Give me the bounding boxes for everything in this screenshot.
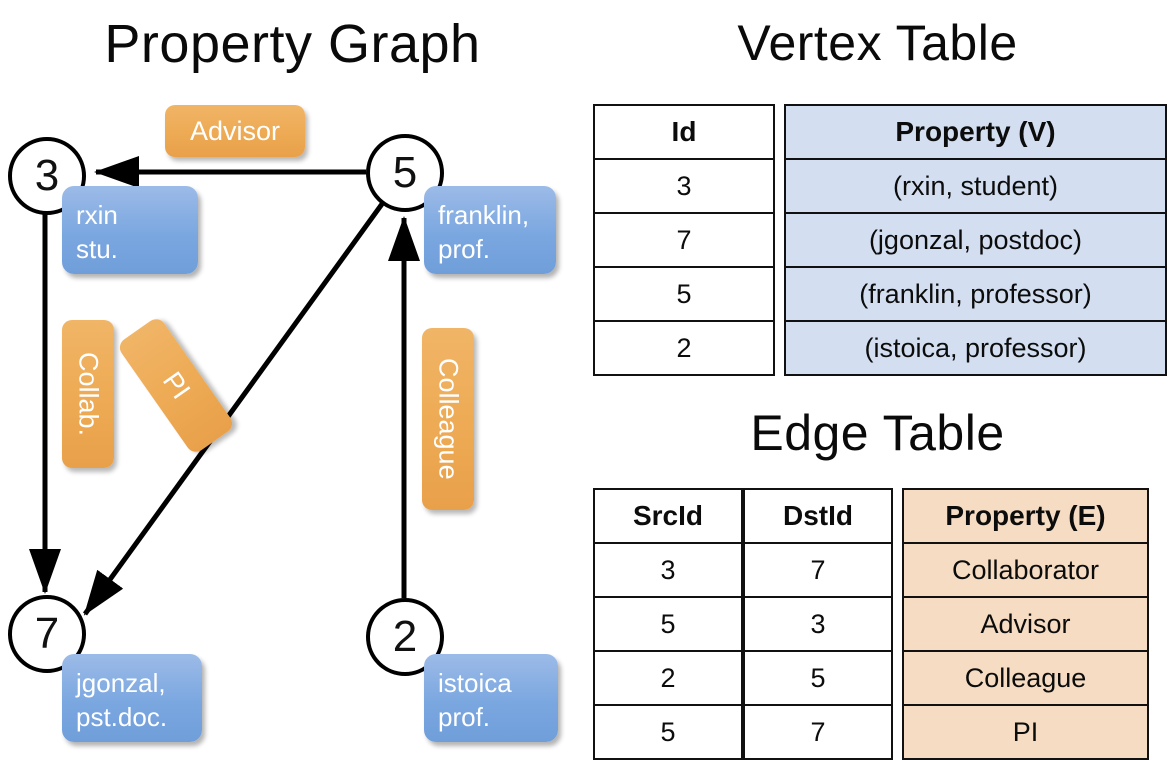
cell-srcid: 5 bbox=[593, 596, 743, 652]
table-row[interactable]: 5 bbox=[593, 266, 775, 322]
vertex-table-property-column: Property (V) (rxin, student) (jgonzal, p… bbox=[784, 104, 1167, 376]
column-header-dstid: DstId bbox=[743, 488, 893, 544]
table-row[interactable]: (franklin, professor) bbox=[784, 266, 1167, 322]
cell-property: PI bbox=[902, 704, 1149, 760]
node-property-line2: prof. bbox=[438, 702, 491, 732]
cell-srcid: 2 bbox=[593, 650, 743, 706]
cell-srcid: 3 bbox=[593, 542, 743, 598]
edge-label-advisor: Advisor bbox=[165, 105, 305, 157]
node-property-box-5: franklin, prof. bbox=[424, 186, 556, 274]
table-row[interactable]: 5 bbox=[743, 650, 893, 706]
column-header-id: Id bbox=[593, 104, 775, 160]
graph-edge-lines bbox=[29, 156, 420, 616]
node-property-line2: stu. bbox=[76, 234, 118, 264]
table-row[interactable]: 5 bbox=[593, 704, 743, 760]
table-header-row: Id bbox=[593, 104, 775, 160]
table-row[interactable]: 7 bbox=[593, 212, 775, 268]
cell-dstid: 3 bbox=[743, 596, 893, 652]
node-property-line2: prof. bbox=[438, 234, 491, 264]
table-row[interactable]: (rxin, student) bbox=[784, 158, 1167, 214]
table-row[interactable]: 3 bbox=[593, 542, 743, 598]
table-header-row: Property (V) bbox=[784, 104, 1167, 160]
table-row[interactable]: PI bbox=[902, 704, 1149, 760]
cell-id: 2 bbox=[593, 320, 775, 376]
table-header-row: Property (E) bbox=[902, 488, 1149, 544]
column-header-property-e: Property (E) bbox=[902, 488, 1149, 544]
cell-property: (jgonzal, postdoc) bbox=[784, 212, 1167, 268]
edge-table-dstid-column: DstId 7 3 5 7 bbox=[743, 488, 893, 760]
edge-label-text: Colleague bbox=[433, 358, 464, 480]
cell-property: Collaborator bbox=[902, 542, 1149, 598]
column-header-property-v: Property (V) bbox=[784, 104, 1167, 160]
node-property-box-7: jgonzal, pst.doc. bbox=[62, 654, 202, 742]
table-column-gap bbox=[775, 104, 784, 376]
edge-label-text: Advisor bbox=[189, 115, 281, 146]
node-property-line1: jgonzal, bbox=[76, 668, 166, 698]
edge-table-srcid-column: SrcId 3 5 2 5 bbox=[593, 488, 743, 760]
column-header-srcid: SrcId bbox=[593, 488, 743, 544]
edge-label-text: PI bbox=[156, 366, 197, 405]
node-property-line1: rxin bbox=[76, 200, 118, 230]
cell-id: 3 bbox=[593, 158, 775, 214]
cell-srcid: 5 bbox=[593, 704, 743, 760]
cell-id: 7 bbox=[593, 212, 775, 268]
graph-node-2[interactable]: 2 bbox=[366, 598, 444, 676]
page-title-property-graph: Property Graph bbox=[104, 14, 481, 74]
table-row[interactable]: 3 bbox=[593, 158, 775, 214]
cell-property: Advisor bbox=[902, 596, 1149, 652]
table-row[interactable]: Collaborator bbox=[902, 542, 1149, 598]
table-header-row: DstId bbox=[743, 488, 893, 544]
node-property-line1: istoica bbox=[438, 668, 512, 698]
vertex-table: Id 3 7 5 2 Property (V) (rxin, student) … bbox=[593, 104, 1167, 376]
table-row[interactable]: 3 bbox=[743, 596, 893, 652]
table-row[interactable]: (istoica, professor) bbox=[784, 320, 1167, 376]
node-property-box-2: istoica prof. bbox=[424, 654, 558, 742]
node-property-line2: pst.doc. bbox=[76, 702, 168, 732]
node-property-box-3: rxin stu. bbox=[62, 186, 198, 274]
cell-id: 5 bbox=[593, 266, 775, 322]
edge-label-colleague: Colleague bbox=[422, 328, 474, 510]
table-row[interactable]: 2 bbox=[593, 320, 775, 376]
table-row[interactable]: 2 bbox=[593, 650, 743, 706]
edge-table-property-column: Property (E) Collaborator Advisor Collea… bbox=[902, 488, 1149, 760]
page-title-edge-table: Edge Table bbox=[750, 405, 1005, 461]
graph-node-5[interactable]: 5 bbox=[366, 134, 444, 212]
table-header-row: SrcId bbox=[593, 488, 743, 544]
edge-table: SrcId 3 5 2 5 DstId 7 3 5 7 Property (E) bbox=[593, 488, 1149, 760]
cell-dstid: 7 bbox=[743, 542, 893, 598]
table-row[interactable]: Colleague bbox=[902, 650, 1149, 706]
table-row[interactable]: 5 bbox=[593, 596, 743, 652]
edge-line-5-to-7 bbox=[82, 202, 385, 616]
node-property-line1: franklin, bbox=[438, 200, 530, 230]
cell-property: (franklin, professor) bbox=[784, 266, 1167, 322]
page-title-vertex-table: Vertex Table bbox=[737, 15, 1018, 71]
cell-property: Colleague bbox=[902, 650, 1149, 706]
vertex-table-id-column: Id 3 7 5 2 bbox=[593, 104, 775, 376]
edge-label-text: Collab. bbox=[73, 351, 104, 437]
property-graph-diagram: 3 5 7 2 rxin stu. franklin, prof. jgonza… bbox=[8, 105, 558, 742]
cell-property: (istoica, professor) bbox=[784, 320, 1167, 376]
table-row[interactable]: Advisor bbox=[902, 596, 1149, 652]
table-row[interactable]: 7 bbox=[743, 704, 893, 760]
table-row[interactable]: 7 bbox=[743, 542, 893, 598]
cell-property: (rxin, student) bbox=[784, 158, 1167, 214]
cell-dstid: 7 bbox=[743, 704, 893, 760]
cell-dstid: 5 bbox=[743, 650, 893, 706]
table-row[interactable]: (jgonzal, postdoc) bbox=[784, 212, 1167, 268]
edge-label-collab: Collab. bbox=[62, 320, 114, 468]
table-column-gap bbox=[893, 488, 902, 760]
